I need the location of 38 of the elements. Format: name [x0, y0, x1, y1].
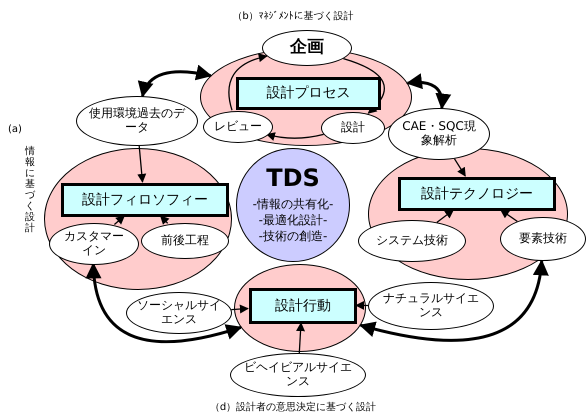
arrow: [406, 74, 451, 110]
hub-text: -最適化設計-: [258, 212, 328, 228]
arrow: [139, 64, 212, 98]
ellipse-node: カスタマーイン: [49, 223, 139, 265]
ellipse-node: CAE・SQC現象解析: [388, 108, 490, 160]
arrow: [359, 259, 548, 342]
section-caption: （d）設計者の意思決定に基づく設計: [210, 402, 376, 413]
arrow: [160, 215, 170, 225]
panel-letter: (a): [8, 124, 22, 135]
arrow: [266, 132, 324, 141]
arrow: [454, 158, 466, 177]
section-caption: 情報に基づく設計: [24, 146, 36, 234]
ellipse-node: 設計: [321, 112, 385, 144]
concept-box: 設計テクノロジー: [398, 177, 556, 211]
arrow: [231, 304, 249, 314]
ellipse-node: レビュー: [203, 111, 273, 143]
concept-box: 設計フィロソフィー: [61, 183, 229, 217]
hub-title: TDS: [266, 165, 320, 194]
arrow: [355, 300, 368, 310]
ellipse-node: ビヘイビアルサイエンス: [230, 353, 366, 397]
section-caption: （b）ﾏﾈｼﾞﾒﾝﾄに基づく設計: [232, 11, 354, 22]
arrow: [296, 322, 306, 354]
arrow: [137, 146, 146, 183]
arrow: [114, 215, 125, 225]
concept-box: 設計プロセス: [236, 77, 381, 110]
ellipse-node: ソーシャルサイエンス: [126, 292, 232, 334]
hub-text: -技術の創造-: [258, 228, 328, 245]
arrow: [436, 209, 454, 223]
ellipse-node: ナチュラルサイエンス: [368, 282, 494, 330]
concept-box: 設計行動: [249, 288, 357, 324]
ellipse-node: 使用環境過去のデータ: [76, 96, 198, 146]
arrow: [500, 209, 518, 222]
ellipse-node: 前後工程: [141, 223, 229, 259]
hub-text: -情報の共有化-: [252, 196, 334, 212]
ellipse-node: 企画: [262, 30, 352, 66]
arrow: [343, 58, 385, 114]
arrow: [86, 262, 242, 343]
arrow: [228, 54, 268, 110]
